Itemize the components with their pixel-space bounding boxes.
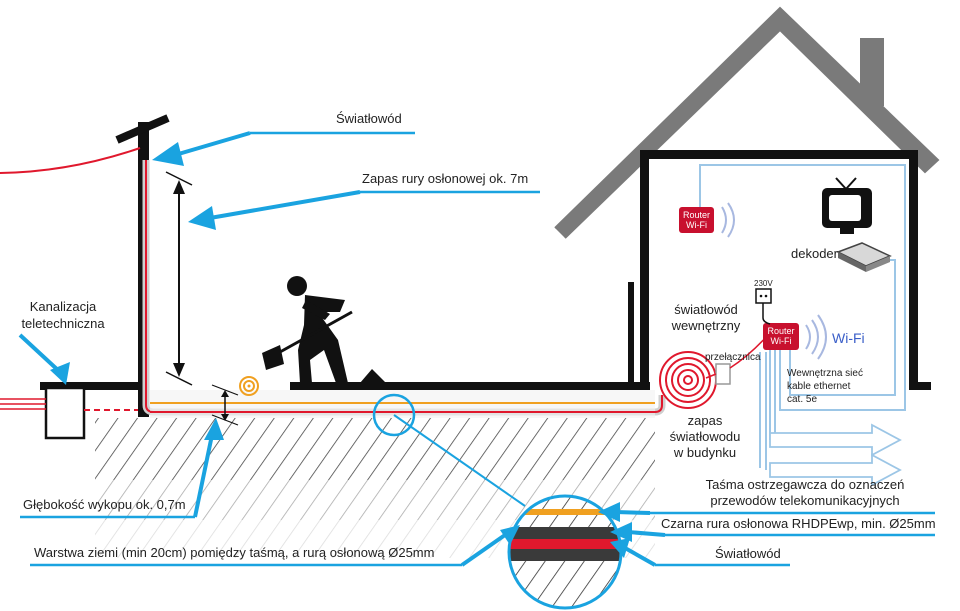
- label-tasma-1: Taśma ostrzegawcza do oznaczeń: [705, 477, 905, 492]
- label-przelacznica: przełącznica: [705, 352, 761, 363]
- router-main-label-1: Router: [767, 326, 795, 336]
- dimension-arrow-7m: [165, 171, 193, 386]
- manhole-box: [44, 386, 86, 440]
- label-siec-2: kable ethernet: [787, 381, 851, 392]
- label-swiatlowod-wewn-2: wewnętrzny: [671, 318, 741, 333]
- fiber-coil-icon: [239, 376, 259, 396]
- router-main-label-2: Wi-Fi: [770, 336, 792, 346]
- label-zapas-rury: Zapas rury osłonowej ok. 7m: [362, 171, 529, 186]
- aerial-fiber-cable: [0, 147, 141, 174]
- label-swiatlowod-bottom: Światłowód: [715, 546, 781, 561]
- label-zapas-sw-1: zapas: [687, 413, 723, 428]
- network-output-arrows: [769, 423, 902, 487]
- label-tasma-2: przewodów telekomunikacyjnych: [710, 493, 900, 508]
- label-siec-1: Wewnętrzna sieć: [787, 368, 863, 379]
- label-dekoder: dekoder: [791, 246, 838, 261]
- router-top-label-1: Router: [682, 210, 710, 220]
- house: [554, 6, 940, 390]
- dimension-arrow-depth: [211, 384, 239, 426]
- label-warstwa: Warstwa ziemi (min 20cm) pomiędzy taśmą,…: [34, 545, 435, 560]
- label-kanalizacja-2: teletechniczna: [21, 316, 105, 331]
- router-top-label-2: Wi-Fi: [686, 220, 707, 230]
- decoder-icon: [836, 242, 892, 272]
- ground-surface-main: [290, 382, 650, 390]
- label-kanalizacja-1: Kanalizacja: [29, 299, 97, 314]
- label-swiatlowod-top: Światłowód: [336, 111, 402, 126]
- fiber-reserve-coil: [659, 351, 717, 409]
- tv-icon: [822, 177, 872, 234]
- label-glebokosc: Głębokość wykopu ok. 0,7m: [23, 497, 186, 512]
- label-zapas-sw-3: w budynku: [673, 445, 737, 460]
- label-wifi: Wi-Fi: [832, 330, 865, 346]
- worker-icon: [262, 276, 386, 383]
- ground-surface-left: [40, 382, 138, 390]
- label-swiatlowod-wewn-1: światłowód: [674, 302, 738, 317]
- label-czarna-rura: Czarna rura osłonowa RHDPEwp, min. Ø25mm: [661, 516, 936, 531]
- router-icon: [679, 202, 735, 238]
- cross-section-zoom: [372, 393, 623, 610]
- patch-panel: [715, 363, 731, 385]
- router-main-icon: [763, 314, 827, 360]
- router-top-label: Router Wi-Fi: [679, 210, 714, 230]
- underground-cables-left: [0, 398, 138, 411]
- label-siec-3: cat. 5e: [787, 394, 818, 405]
- label-zapas-sw-2: światłowodu: [669, 429, 741, 444]
- callout-arrows: [18, 131, 935, 567]
- patch-cable: [705, 373, 717, 379]
- router-main-label: Router Wi-Fi: [763, 326, 799, 346]
- label-230v: 230V: [754, 279, 773, 288]
- socket-icon: [755, 288, 772, 325]
